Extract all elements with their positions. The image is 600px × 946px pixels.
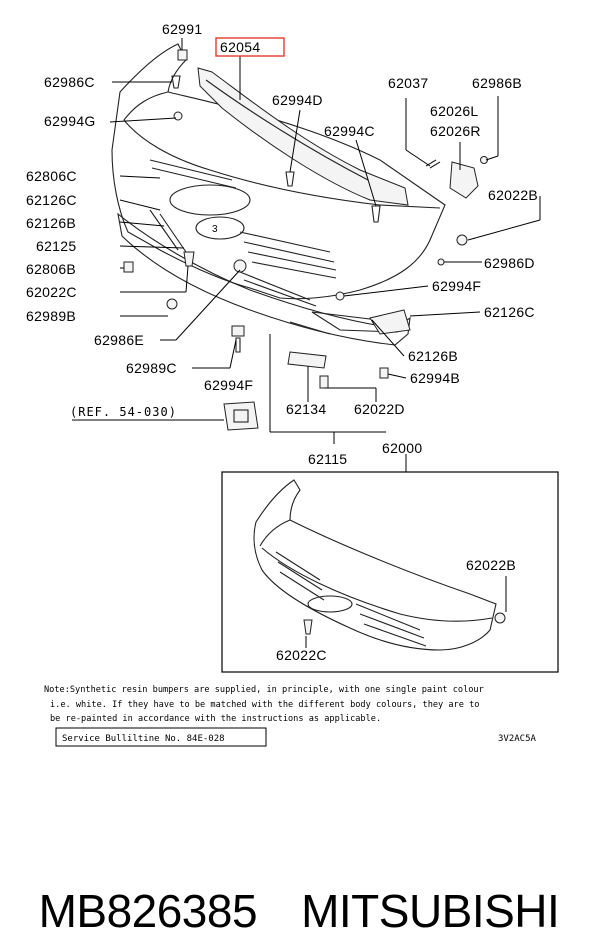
reference-54-030: (REF. 54-030) [70, 405, 177, 419]
callout-62000: 62000 [382, 440, 422, 456]
callout-62134: 62134 [286, 401, 326, 417]
callout-62989B: 62989B [26, 308, 76, 324]
note-line-2: i.e. white. If they have to be matched w… [50, 700, 479, 710]
callout-62994D: 62994D [272, 92, 323, 108]
callout-62806C: 62806C [26, 168, 77, 184]
callout-62991: 62991 [162, 21, 202, 37]
callout-62994F-low: 62994F [204, 377, 253, 393]
callout-62994C: 62994C [324, 123, 375, 139]
callout-62022C-box: 62022C [276, 647, 327, 663]
parts-diagram: 3 [26, 21, 559, 747]
complete-bumper-box [221, 471, 559, 673]
callout-62115: 62115 [308, 451, 347, 467]
part-number: MB826385 [38, 885, 258, 937]
complete-bumper-drawing [253, 479, 507, 651]
service-bulletin: Service Bulliltine No. 84E-028 [62, 734, 225, 744]
callout-62022B-box: 62022B [466, 557, 516, 573]
svg-text:3: 3 [212, 224, 218, 235]
callout-62022D: 62022D [354, 401, 405, 417]
callout-62022C-left: 62022C [26, 284, 77, 300]
highlight-box-62054 [215, 37, 285, 57]
brand-name: MITSUBISHI [301, 885, 560, 937]
callout-62026L: 62026L [430, 103, 479, 119]
callout-62126C-left: 62126C [26, 192, 77, 208]
note-line-3: be re-painted in accordance with the ins… [50, 714, 381, 724]
callout-62986D: 62986D [484, 255, 535, 271]
bumper-exploded-drawing: 3 [72, 38, 541, 472]
callout-62806B: 62806B [26, 261, 76, 277]
callout-62126B-left: 62126B [26, 215, 76, 231]
callout-62126C-right: 62126C [484, 304, 535, 320]
service-bulletin-box [55, 727, 267, 747]
callout-62989C: 62989C [126, 360, 177, 376]
callout-62022B-top: 62022B [488, 187, 538, 203]
callout-62986E: 62986E [94, 332, 144, 348]
note-line-1: Note:Synthetic resin bumpers are supplie… [44, 685, 484, 695]
callout-62054: 62054 [220, 39, 260, 55]
callout-62037: 62037 [388, 75, 428, 91]
callout-62125: 62125 [36, 238, 76, 254]
callout-62026R: 62026R [430, 123, 481, 139]
callout-62994B: 62994B [410, 370, 460, 386]
callout-62994F-right: 62994F [432, 278, 481, 294]
callout-62994G: 62994G [44, 113, 96, 129]
callout-62986B-top: 62986B [472, 75, 522, 91]
callout-62986C: 62986C [44, 74, 95, 90]
diagram-code: 3V2AC5A [498, 734, 537, 744]
callout-62126B-right: 62126B [408, 348, 458, 364]
part-caption: MB826385 MITSUBISHI [14, 806, 600, 937]
